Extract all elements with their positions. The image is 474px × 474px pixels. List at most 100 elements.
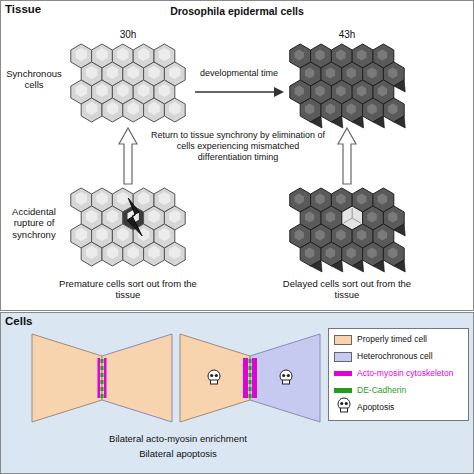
label: Bilateral apoptosis [58, 448, 298, 459]
cell-highlight [138, 84, 149, 97]
cell-highlight [128, 102, 139, 115]
cell-highlight [76, 228, 88, 241]
legend-text: Acto-myosin cytoskeleton [357, 368, 453, 378]
cell-highlight [86, 66, 97, 79]
cell-highlight [378, 230, 387, 241]
cell-highlight [336, 230, 345, 241]
cell-highlight [315, 230, 324, 241]
denticle [311, 260, 322, 272]
cadherin-dash [101, 373, 104, 377]
cell-highlight [295, 50, 304, 61]
denticle [373, 116, 384, 128]
cadherin-dash [101, 380, 104, 384]
cell-highlight [336, 86, 345, 97]
cell-highlight [315, 50, 324, 61]
cell-highlight [388, 104, 397, 115]
cell-highlight [347, 68, 356, 79]
cell-highlight [295, 230, 304, 241]
actomyosin [98, 358, 101, 398]
cell-highlight [159, 84, 170, 97]
apoptosis-skull [208, 370, 220, 384]
up-arrow [119, 128, 137, 184]
cell-highlight [347, 104, 356, 115]
cadherin-dash [101, 387, 104, 391]
legend-swatch [334, 335, 352, 345]
denticle [311, 116, 322, 128]
epidermal-cell [144, 242, 165, 266]
cell-highlight [138, 48, 149, 61]
cadherin-dash [249, 373, 252, 377]
cell-highlight [159, 48, 170, 61]
denticle [394, 260, 405, 272]
cadherin-dash [101, 394, 104, 398]
time-arrow [195, 91, 276, 93]
epidermal-cell [164, 242, 185, 266]
panel-heading: Tissue [5, 3, 41, 15]
cell-highlight [388, 68, 397, 79]
label: Synchronous cells [2, 68, 66, 91]
cell-highlight [107, 66, 118, 79]
cell-highlight [148, 246, 159, 259]
epidermal-cell [81, 242, 102, 266]
label: Bilateral acto-myosin enrichment [58, 433, 298, 444]
cell-highlight [305, 68, 314, 79]
cell-highlight [76, 48, 88, 61]
legend-text: Properly timed cell [357, 334, 427, 344]
cadherin-dash [101, 359, 104, 363]
cell-pair [32, 334, 172, 422]
cell-highlight [159, 228, 170, 241]
timed-cell [180, 334, 250, 422]
cell-highlight [138, 228, 149, 241]
cadherin-dash [249, 366, 252, 370]
cell-highlight [169, 246, 181, 259]
cell-highlight [367, 212, 376, 223]
cell-highlight [117, 84, 128, 97]
denticle [394, 116, 405, 128]
cell-highlight [326, 104, 335, 115]
up-arrow [338, 128, 356, 184]
cell-highlight [169, 102, 181, 115]
rupture-crack [127, 198, 142, 236]
cell-highlight [336, 50, 345, 61]
cell-highlight [117, 228, 128, 241]
cell-highlight [357, 230, 366, 241]
cell-highlight [367, 248, 376, 259]
cell-highlight [326, 248, 335, 259]
denticle [394, 224, 405, 236]
cell-highlight [107, 210, 118, 223]
cell-highlight [96, 84, 107, 97]
cell-highlight [107, 246, 118, 259]
cell-highlight [138, 192, 149, 205]
cell-highlight [295, 86, 304, 97]
epidermal-cell [123, 242, 144, 266]
epidermal-cell [144, 98, 165, 122]
legend-text: Heterochronous cell [357, 351, 433, 361]
cell-highlight [378, 86, 387, 97]
cell-highlight [378, 50, 387, 61]
cadherin-dash [249, 359, 252, 363]
panel-heading: Cells [5, 315, 33, 327]
cell-highlight [295, 194, 304, 205]
cadherin-dash [249, 387, 252, 391]
cell-highlight [305, 212, 314, 223]
cell-highlight [367, 68, 376, 79]
apoptosis-skull [338, 398, 350, 412]
cell-highlight [169, 210, 181, 223]
cell-highlight [148, 66, 159, 79]
label: Delayed cells sort out from the tissue [272, 278, 422, 301]
epidermal-cell [164, 98, 185, 122]
label: developmental time [193, 68, 285, 79]
cell-grid [290, 188, 405, 272]
actomyosin [243, 358, 248, 398]
timed-cell [32, 334, 102, 422]
cell-highlight [148, 102, 159, 115]
cell-highlight [357, 50, 366, 61]
neighbour-cell [102, 334, 172, 422]
label: Premature cells sort out from the tissue [53, 278, 203, 301]
cell-highlight [357, 194, 366, 205]
cell-highlight [315, 194, 324, 205]
delayed-cell-mark [344, 208, 361, 223]
panel-ground [1, 1, 474, 311]
legend-swatch [334, 352, 352, 362]
